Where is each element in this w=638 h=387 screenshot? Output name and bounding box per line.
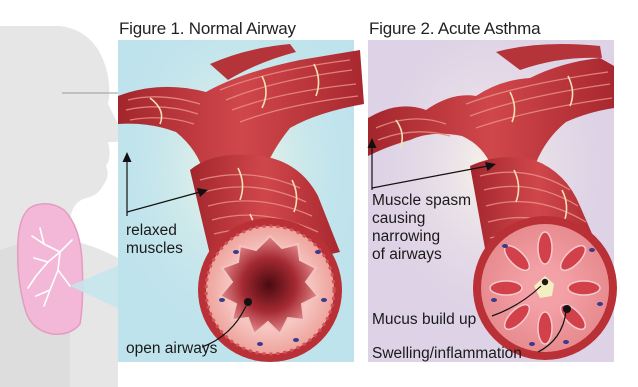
label-relaxed-muscles: relaxed muscles xyxy=(126,222,183,258)
figure-2-title: Figure 2. Acute Asthma xyxy=(369,19,540,39)
label-spasm-line2: causing xyxy=(372,210,471,228)
label-swelling-inflammation: Swelling/inflammation xyxy=(372,345,522,363)
label-spasm-line3: narrowing xyxy=(372,228,471,246)
label-relaxed-muscles-line2: muscles xyxy=(126,240,183,258)
label-muscle-spasm: Muscle spasm causing narrowing of airway… xyxy=(372,192,471,264)
label-spasm-line1: Muscle spasm xyxy=(372,192,471,210)
label-open-airways: open airways xyxy=(126,340,217,358)
label-mucus-build-up: Mucus build up xyxy=(372,311,476,329)
label-spasm-line4: of airways xyxy=(372,246,471,264)
label-relaxed-muscles-line1: relaxed xyxy=(126,222,183,240)
figure-1-title: Figure 1. Normal Airway xyxy=(119,19,296,39)
